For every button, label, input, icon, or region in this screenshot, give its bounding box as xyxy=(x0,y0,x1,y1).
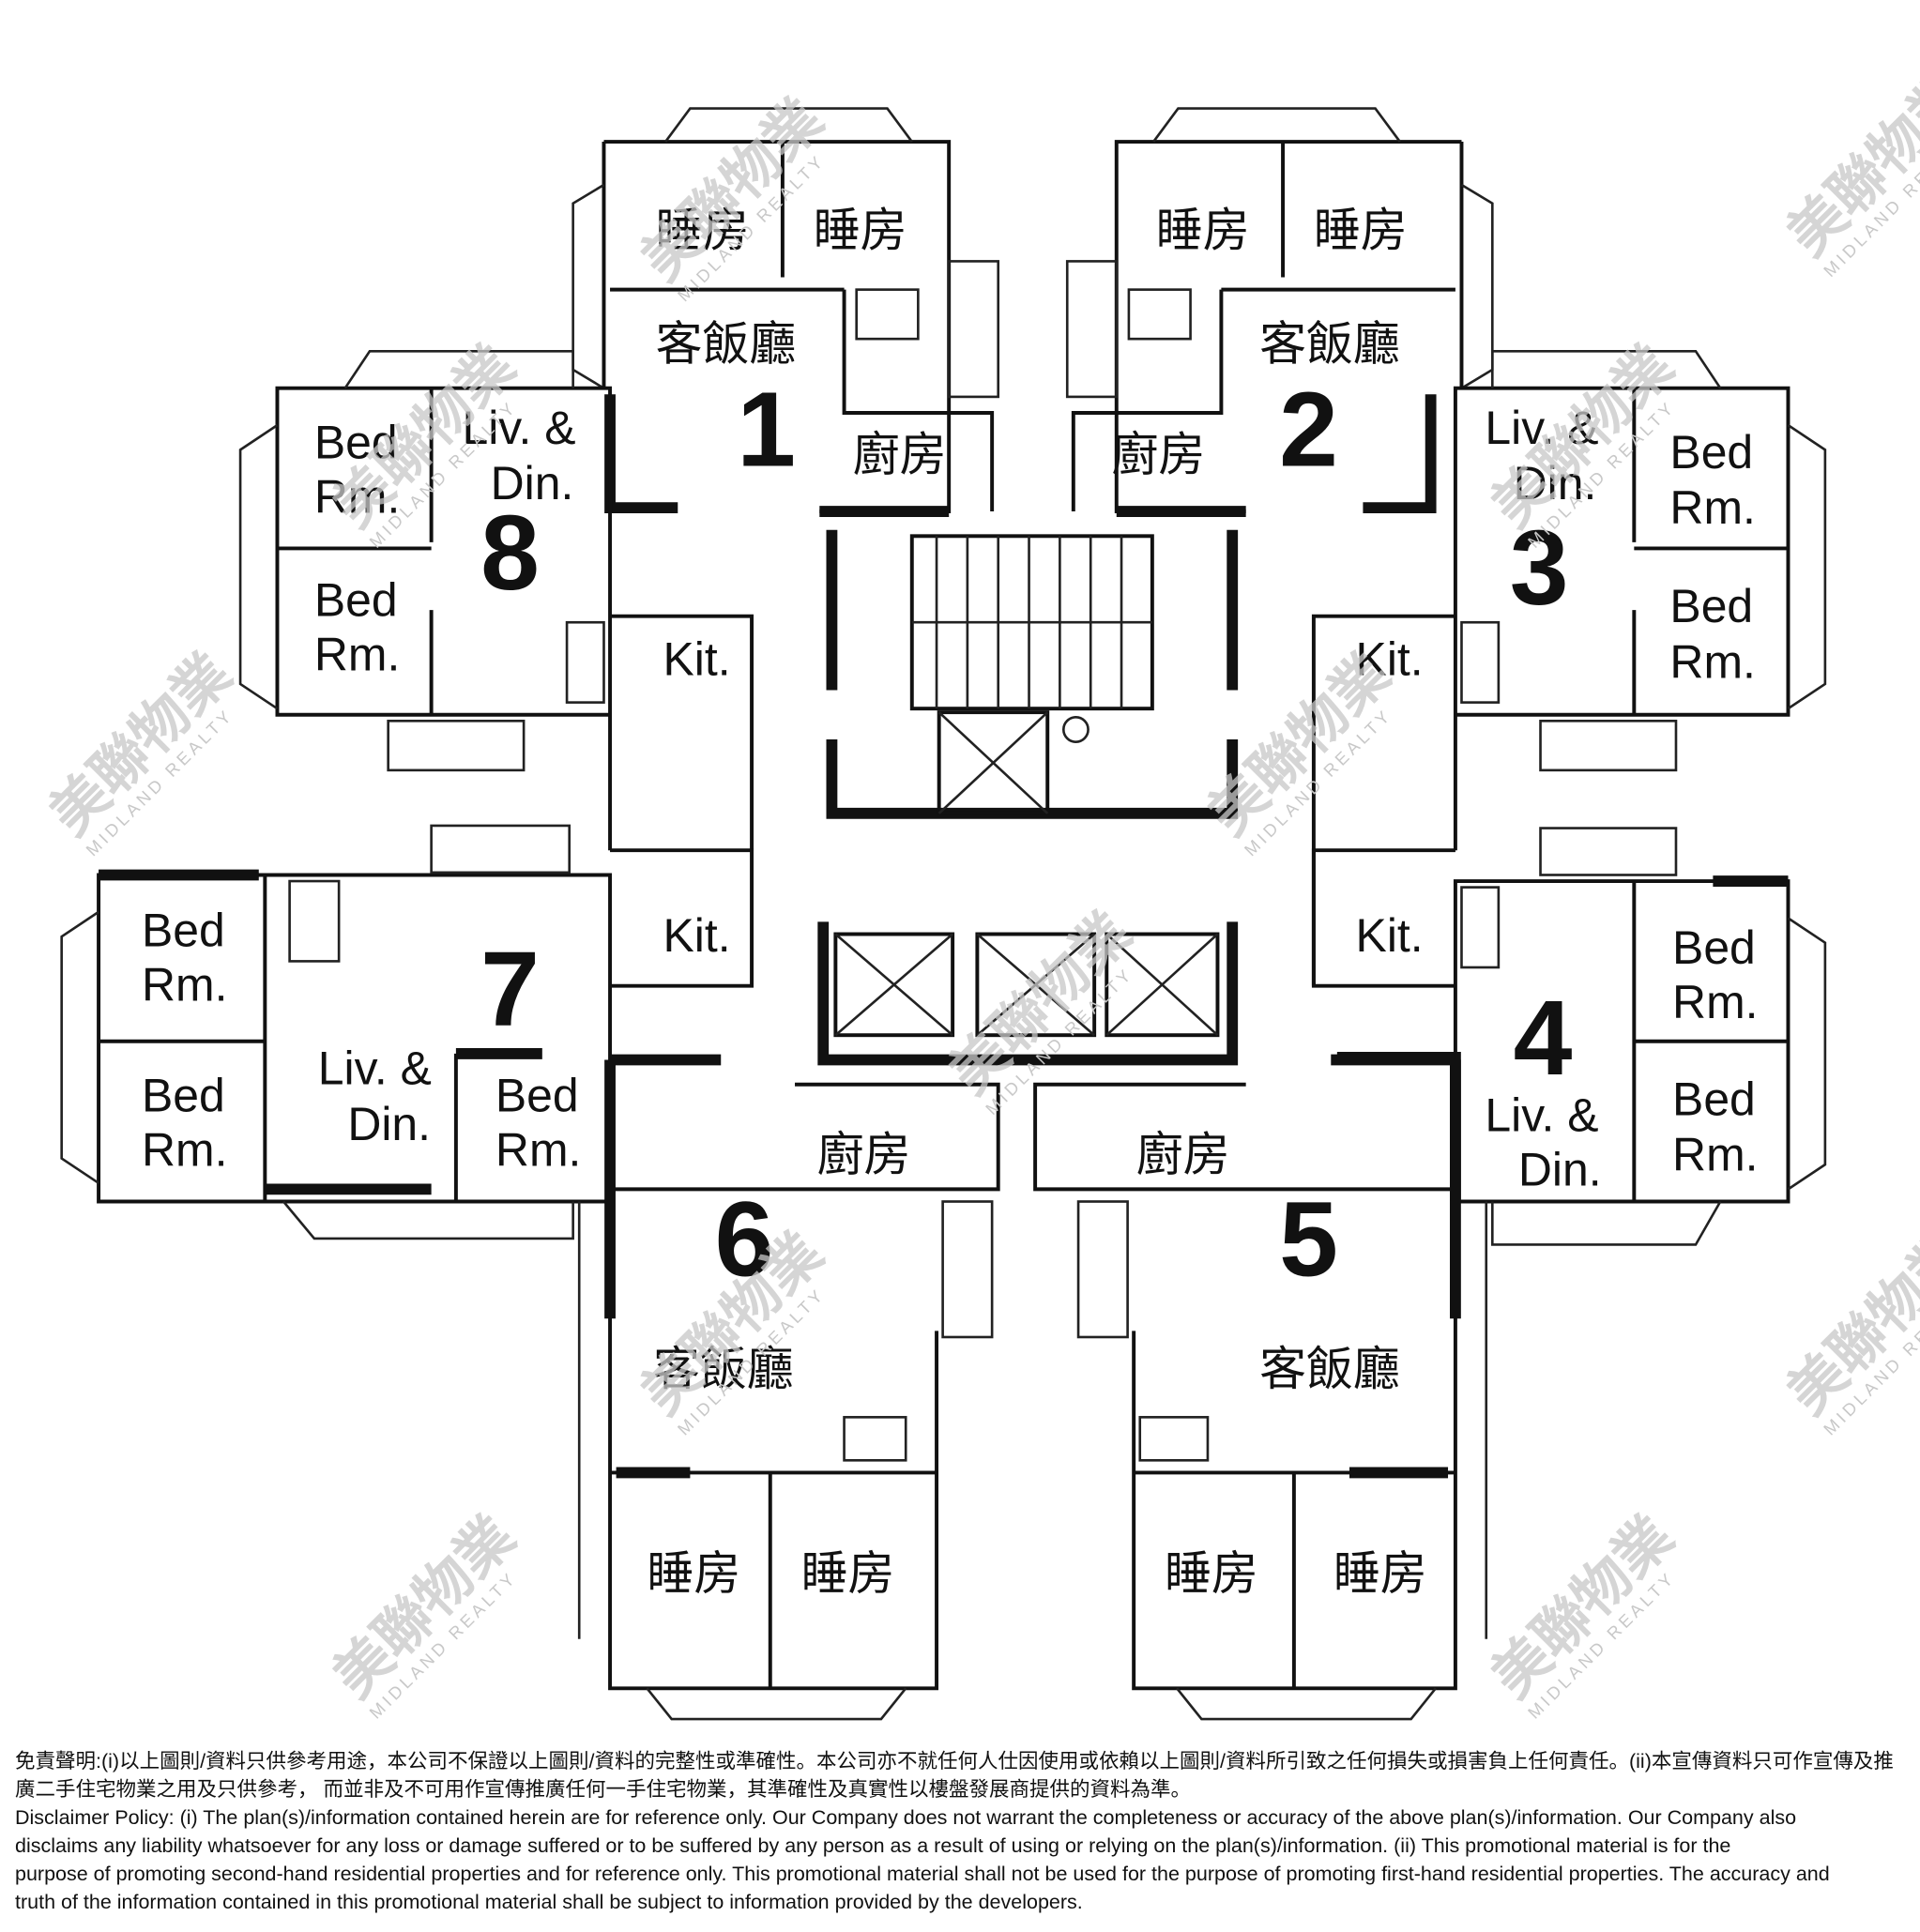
disclaimer-en-line: purpose of promoting second-hand residen… xyxy=(15,1863,1830,1885)
unit-7-bedroom-a: Bed xyxy=(142,905,225,957)
watermark-logo: 美聯物業 xyxy=(1479,1503,1686,1711)
unit-8-kitchen: Kit. xyxy=(663,633,731,686)
lift-bank xyxy=(833,932,1220,1038)
watermark-logo: 美聯物業 xyxy=(629,86,836,294)
unit-5-kitchen: 廚房 xyxy=(1136,1128,1230,1182)
watermark-logo: 美聯物業 xyxy=(937,900,1145,1107)
unit-2-living-dining: 客飯廳 xyxy=(1259,316,1400,371)
unit-3-bedroom-b-line2: Rm. xyxy=(1669,635,1755,688)
unit-4-kitchen: Kit. xyxy=(1356,909,1424,962)
building-core xyxy=(817,529,1239,1066)
unit-8-bedroom-a-line2: Rm. xyxy=(314,470,400,523)
unit-6: 廚房 客飯廳 睡房 睡房 6 xyxy=(577,1054,1000,1721)
unit-2-bedroom-b: 睡房 xyxy=(1314,204,1408,258)
unit-8-living-dining: Liv. & xyxy=(462,402,575,454)
unit-7-kitchen: Kit. xyxy=(663,909,731,962)
unit-8-living-dining-line2: Din. xyxy=(491,457,574,510)
unit-7-bedroom-c: Bed xyxy=(495,1070,579,1122)
unit-7-living-dining-line2: Din. xyxy=(347,1098,431,1150)
unit-4-bedroom-b-line2: Rm. xyxy=(1672,1129,1758,1181)
floor-plan: 睡房 睡房 客飯廳 廚房 1 睡房 睡房 客飯廳 廚房 2 Bed Rm. Be… xyxy=(38,62,1920,1723)
unit-7-number: 7 xyxy=(480,930,540,1048)
unit-1-bedroom-a: 睡房 xyxy=(656,204,750,258)
disclaimer-en-line: truth of the information contained in th… xyxy=(15,1891,1083,1913)
unit-5: 廚房 客飯廳 睡房 睡房 5 xyxy=(1033,1054,1488,1721)
unit-6-bedroom-b: 睡房 xyxy=(801,1546,895,1601)
unit-8-bedroom-a: Bed xyxy=(314,417,398,469)
unit-5-living-dining: 客飯廳 xyxy=(1259,1342,1400,1396)
unit-4-living-dining-line2: Din. xyxy=(1518,1143,1602,1195)
unit-2: 睡房 睡房 客飯廳 廚房 2 xyxy=(1065,107,1494,517)
unit-3-number: 3 xyxy=(1510,509,1569,627)
unit-3-bedroom-a-line2: Rm. xyxy=(1669,481,1755,534)
unit-7: Bed Rm. Bed Rm. Bed Rm. Liv. & Din. Kit.… xyxy=(60,824,754,1240)
watermark-logo: 美聯物業 xyxy=(321,1503,528,1711)
unit-6-kitchen: 廚房 xyxy=(817,1128,911,1182)
unit-2-number: 2 xyxy=(1279,370,1338,488)
disclaimer-cn-line: 廣二手住宅物業之用及只供參考， 而並非及不可用作宣傳推廣任何一手住宅物業，其準確… xyxy=(15,1778,1191,1801)
lift-shaft xyxy=(937,710,1050,815)
unit-8-number: 8 xyxy=(480,494,540,612)
disclaimer-cn-line: 免責聲明:(i)以上圖則/資料只供參考用途，本公司不保證以上圖則/資料的完整性或… xyxy=(15,1750,1894,1772)
unit-2-bedroom-a: 睡房 xyxy=(1156,204,1250,258)
unit-1-living-dining: 客飯廳 xyxy=(656,316,797,371)
unit-3-bedroom-b: Bed xyxy=(1669,580,1753,632)
unit-8: Bed Rm. Bed Rm. Liv. & Din. Kit. 8 xyxy=(238,349,754,851)
unit-5-number: 5 xyxy=(1279,1179,1338,1298)
unit-3: Bed Rm. Bed Rm. Liv. & Din. Kit. 3 xyxy=(1311,349,1827,986)
unit-4-number: 4 xyxy=(1514,979,1573,1097)
unit-8-bedroom-b-line2: Rm. xyxy=(314,628,400,680)
unit-3-kitchen: Kit. xyxy=(1356,633,1424,686)
disclaimer: 免責聲明:(i)以上圖則/資料只供參考用途，本公司不保證以上圖則/資料的完整性或… xyxy=(15,1747,1911,1916)
unit-6-living-dining: 客飯廳 xyxy=(653,1342,794,1396)
unit-2-kitchen: 廚房 xyxy=(1112,428,1206,482)
unit-5-bedroom-a: 睡房 xyxy=(1165,1546,1258,1601)
unit-4-living-dining: Liv. & xyxy=(1485,1089,1598,1142)
unit-4-bedroom-a: Bed xyxy=(1672,921,1756,974)
unit-1-kitchen: 廚房 xyxy=(853,428,947,482)
unit-8-bedroom-b: Bed xyxy=(314,574,398,627)
unit-4-bedroom-b: Bed xyxy=(1672,1073,1756,1126)
unit-4-bedroom-a-line2: Rm. xyxy=(1672,976,1758,1028)
disclaimer-en-line: Disclaimer Policy: (i) The plan(s)/infor… xyxy=(15,1806,1797,1829)
unit-7-bedroom-b-line2: Rm. xyxy=(142,1123,227,1176)
unit-7-living-dining: Liv. & xyxy=(318,1042,432,1095)
unit-3-bedroom-a: Bed xyxy=(1669,426,1753,479)
unit-6-bedroom-a: 睡房 xyxy=(647,1546,740,1601)
unit-1: 睡房 睡房 客飯廳 廚房 1 xyxy=(571,107,1000,517)
unit-1-number: 1 xyxy=(737,370,796,488)
unit-1-bedroom-b: 睡房 xyxy=(814,204,907,258)
unit-3-living-dining-line2: Din. xyxy=(1514,457,1597,510)
unit-3-living-dining: Liv. & xyxy=(1485,402,1598,454)
disclaimer-en-line: disclaims any liability whatsoever for a… xyxy=(15,1834,1731,1857)
watermark-logo: 美聯物業 xyxy=(38,641,245,848)
unit-7-bedroom-b: Bed xyxy=(142,1070,225,1122)
unit-6-number: 6 xyxy=(715,1179,774,1298)
unit-5-bedroom-b: 睡房 xyxy=(1333,1546,1427,1601)
unit-7-bedroom-c-line2: Rm. xyxy=(495,1123,581,1176)
unit-4: Bed Rm. Bed Rm. Liv. & Din. Kit. 4 xyxy=(1311,827,1827,1246)
unit-7-bedroom-a-line2: Rm. xyxy=(142,958,227,1011)
